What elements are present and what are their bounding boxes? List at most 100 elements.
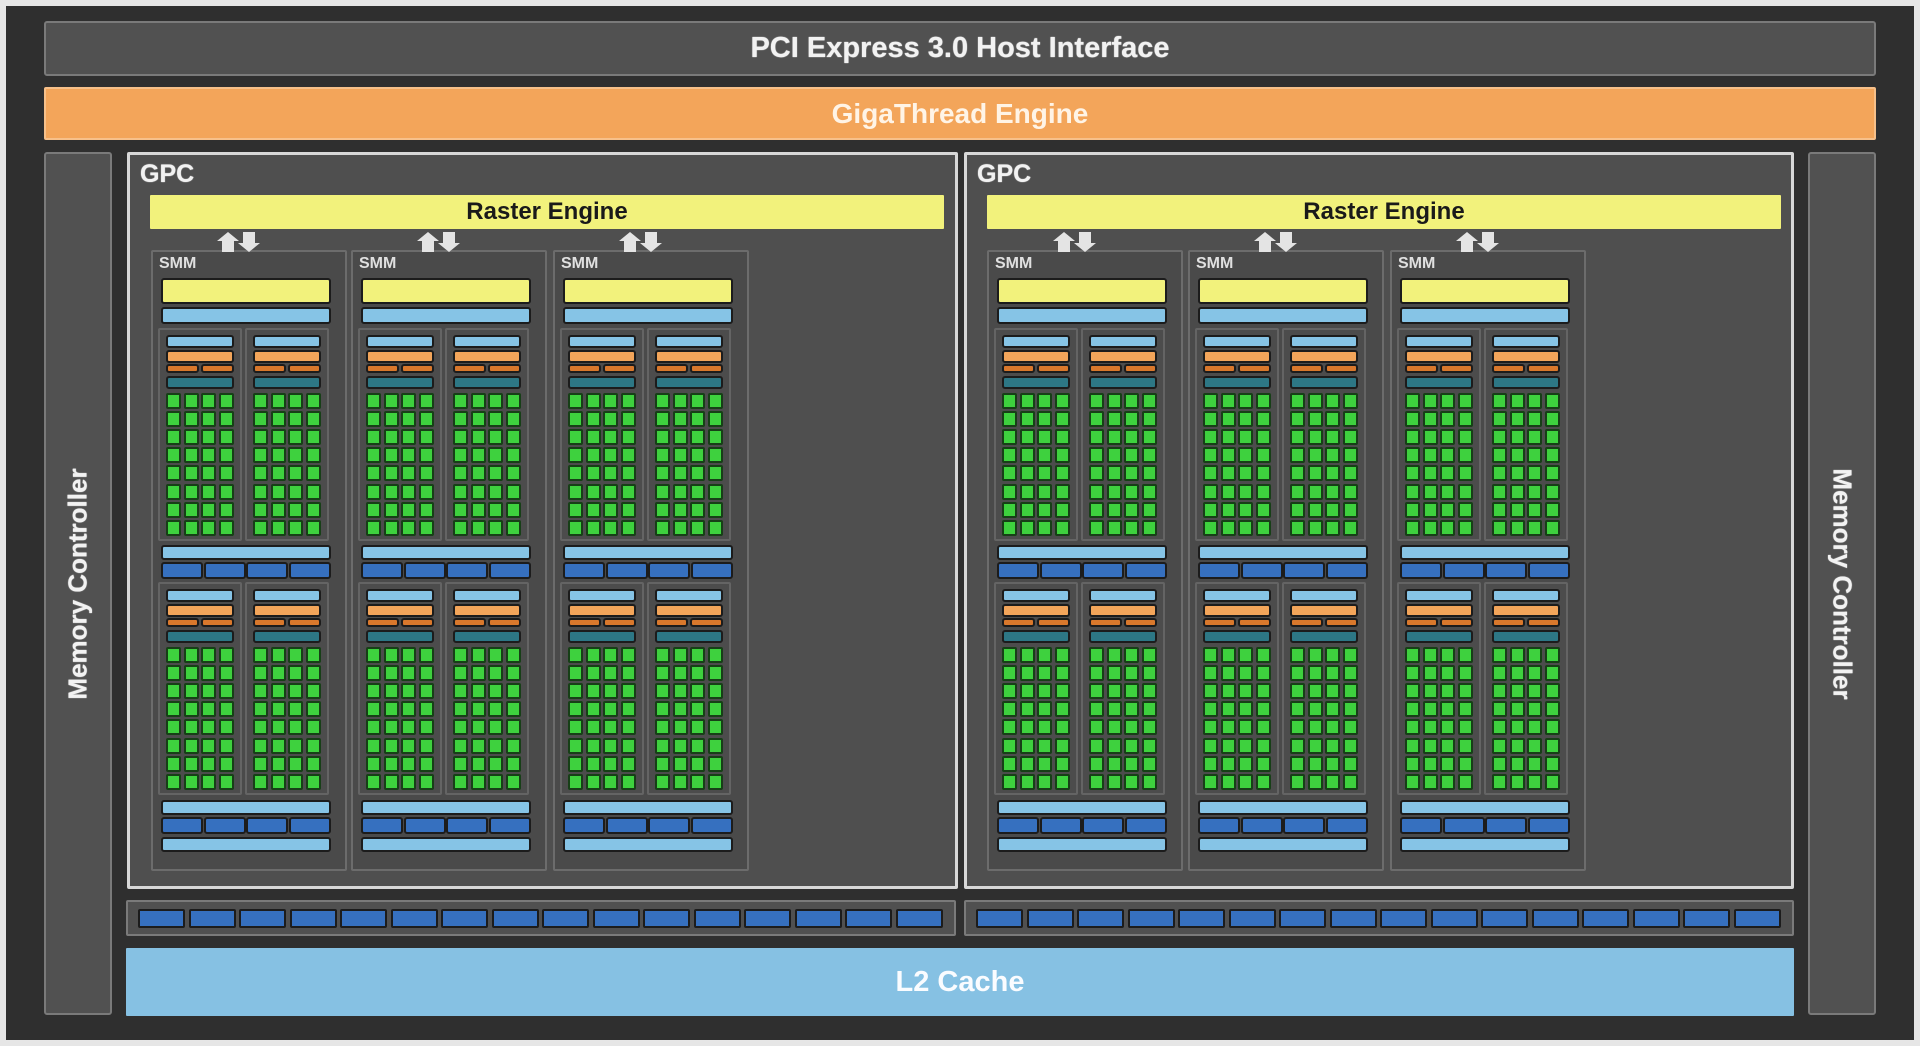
- bidirectional-arrow-icon: [1052, 232, 1102, 252]
- cuda-core: [1422, 501, 1438, 518]
- cuda-core: [621, 393, 637, 409]
- cuda-core: [1458, 701, 1474, 718]
- l2-cache-label: L2 Cache: [895, 965, 1025, 998]
- cuda-core: [1405, 719, 1420, 736]
- cuda-core: [1089, 519, 1104, 536]
- cuda-core: [1509, 483, 1525, 500]
- cuda-core: [506, 647, 522, 663]
- cuda-core: [470, 719, 486, 736]
- cuda-core: [1256, 501, 1272, 518]
- cuda-core: [1203, 411, 1218, 428]
- shared-memory: [361, 545, 531, 560]
- cuda-core: [419, 465, 435, 482]
- texture-unit: [1325, 562, 1368, 579]
- cuda-core: [366, 411, 381, 428]
- texture-unit: [1485, 562, 1527, 579]
- cuda-core: [1290, 647, 1305, 663]
- cuda-core: [1019, 665, 1035, 682]
- cuda-core: [1142, 665, 1158, 682]
- instruction-buffer: [655, 335, 723, 348]
- cuda-core: [1037, 755, 1053, 772]
- cuda-core: [568, 737, 583, 754]
- dispatch-unit: [401, 364, 434, 373]
- cuda-core: [1440, 501, 1456, 518]
- cuda-core: [1089, 429, 1104, 446]
- cuda-core: [506, 755, 522, 772]
- cuda-core: [1422, 519, 1438, 536]
- rop-unit: [1481, 909, 1528, 928]
- processing-block: [1195, 582, 1279, 795]
- cuda-core: [1290, 773, 1305, 790]
- cuda-core: [1422, 701, 1438, 718]
- cuda-core: [488, 755, 504, 772]
- cuda-core: [1002, 683, 1017, 700]
- cuda-core: [306, 719, 322, 736]
- cuda-core: [166, 501, 181, 518]
- cuda-core: [1220, 447, 1236, 464]
- cuda-core: [1492, 683, 1507, 700]
- cuda-core: [1055, 447, 1071, 464]
- cuda-core: [1527, 737, 1543, 754]
- cuda-core: [655, 683, 670, 700]
- cuda-core: [1220, 411, 1236, 428]
- shared-memory: [1400, 545, 1570, 560]
- cuda-core: [166, 465, 181, 482]
- bidirectional-arrow-icon: [216, 232, 266, 252]
- cuda-core: [1106, 773, 1122, 790]
- cuda-core: [1089, 719, 1104, 736]
- cuda-core: [1256, 755, 1272, 772]
- raster-engine-label: Raster Engine: [1303, 198, 1465, 225]
- processing-block: [445, 328, 529, 541]
- instruction-buffer: [1089, 589, 1157, 602]
- cuda-core: [383, 773, 399, 790]
- l1-texture-cache: [161, 800, 331, 815]
- cuda-core: [201, 755, 217, 772]
- cuda-core: [183, 501, 199, 518]
- cuda-core: [1002, 755, 1017, 772]
- processing-block: [245, 582, 329, 795]
- rop-unit: [845, 909, 892, 928]
- dispatch-unit: [603, 364, 636, 373]
- cuda-core: [1422, 483, 1438, 500]
- cuda-core: [270, 483, 286, 500]
- instruction-buffer: [1492, 335, 1560, 348]
- cuda-core: [1089, 773, 1104, 790]
- cuda-core: [1458, 755, 1474, 772]
- cuda-core: [1422, 737, 1438, 754]
- cuda-core: [506, 737, 522, 754]
- cuda-core: [288, 447, 304, 464]
- cuda-core: [1492, 665, 1507, 682]
- cuda-core: [708, 393, 724, 409]
- cuda-core: [1492, 519, 1507, 536]
- cuda-core: [1037, 465, 1053, 482]
- cuda-core: [383, 683, 399, 700]
- cuda-core: [690, 501, 706, 518]
- cuda-core: [672, 411, 688, 428]
- cuda-core: [219, 773, 235, 790]
- cuda-core: [1106, 755, 1122, 772]
- dispatch-unit: [1037, 618, 1070, 627]
- smm-label: SMM: [1196, 255, 1234, 272]
- cuda-core: [419, 393, 435, 409]
- l1-texture-cache: [1198, 800, 1368, 815]
- cuda-core: [708, 755, 724, 772]
- rop-unit: [289, 909, 337, 928]
- cuda-core: [219, 755, 235, 772]
- cuda-core: [585, 411, 601, 428]
- cuda-core: [383, 647, 399, 663]
- cuda-core: [1307, 683, 1323, 700]
- cuda-core: [219, 501, 235, 518]
- cuda-core: [288, 483, 304, 500]
- cuda-core: [1142, 701, 1158, 718]
- cuda-core: [183, 429, 199, 446]
- cuda-core: [585, 665, 601, 682]
- cuda-core: [621, 683, 637, 700]
- cuda-core: [690, 465, 706, 482]
- warp-scheduler: [1290, 350, 1358, 363]
- dispatch-unit: [1440, 364, 1473, 373]
- cuda-core: [1220, 483, 1236, 500]
- cuda-core: [672, 701, 688, 718]
- cuda-core: [1256, 411, 1272, 428]
- warp-scheduler: [453, 350, 521, 363]
